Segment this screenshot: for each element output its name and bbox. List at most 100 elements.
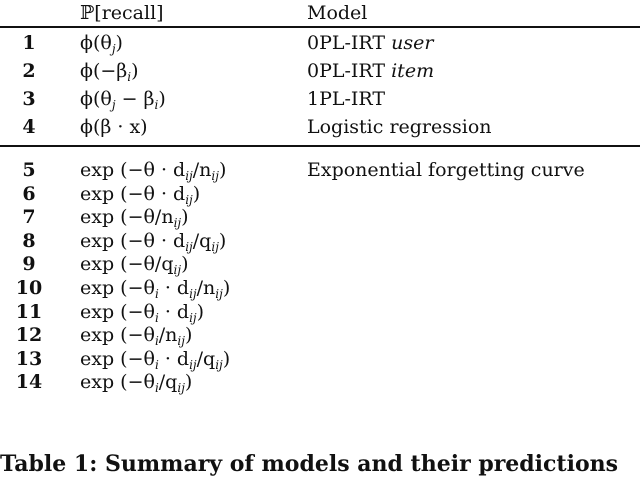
- row-number: 7: [22, 206, 36, 229]
- header-recall: ℙ[recall]: [80, 2, 164, 24]
- text-segment: ): [184, 371, 193, 394]
- row-number: 10: [15, 277, 43, 299]
- text-segment: ϕ(−β: [80, 60, 128, 82]
- row-number: 3: [22, 88, 36, 110]
- top-rule: [0, 26, 640, 28]
- text-segment: ): [184, 324, 193, 347]
- row-number: 14: [15, 371, 43, 394]
- text-segment: ij: [173, 263, 182, 278]
- text-segment: /n: [192, 159, 212, 181]
- table-caption: Table 1: Summary of models and their pre…: [0, 451, 618, 477]
- text-segment: 0PL-IRT: [307, 32, 392, 54]
- text-segment: i: [154, 381, 159, 396]
- row-number: 12: [15, 324, 43, 347]
- recall-formula: ϕ(θj): [80, 31, 123, 55]
- text-segment: ij: [185, 169, 193, 183]
- text-segment: ): [222, 277, 231, 299]
- table-row: 1 ϕ(θj) 0PL-IRT user: [0, 31, 640, 55]
- text-segment: item: [391, 60, 435, 82]
- row-number: 4: [22, 116, 36, 138]
- recall-formula: ϕ(−βi): [80, 59, 139, 83]
- model-name: 0PL-IRT item: [307, 59, 434, 83]
- recall-formula: exp (−θi · dij): [80, 300, 204, 324]
- text-segment: exp (−θ: [80, 300, 155, 323]
- row-number: 8: [22, 229, 36, 252]
- recall-formula: exp (−θ · dij/qij): [80, 229, 226, 253]
- text-segment: ij: [215, 357, 223, 372]
- text-segment: Exponential forgetting curve: [307, 159, 585, 181]
- table-row: 8 exp (−θ · dij/qij): [0, 229, 640, 253]
- text-segment: ): [218, 159, 227, 181]
- text-segment: ij: [185, 239, 193, 254]
- model-name: 1PL-IRT: [307, 87, 385, 111]
- text-segment: exp (−θ · d: [80, 229, 186, 252]
- text-segment: i: [154, 310, 159, 325]
- table-row: 9 exp (−θ/qij): [0, 252, 640, 276]
- text-segment: · d: [158, 277, 190, 299]
- text-segment: exp (−θ · d: [80, 182, 186, 205]
- recall-formula: exp (−θ/qij): [80, 252, 188, 276]
- text-segment: ij: [177, 381, 185, 396]
- text-segment: ij: [189, 310, 197, 325]
- text-segment: /n: [196, 277, 216, 299]
- row-number: 1: [22, 32, 36, 54]
- text-segment: ): [115, 32, 123, 54]
- model-name: Exponential forgetting curve: [307, 158, 585, 182]
- text-segment: i: [154, 98, 159, 112]
- row-number: 5: [22, 159, 36, 181]
- text-segment: exp (−θ · d: [80, 159, 186, 181]
- recall-formula: exp (−θ · dij/nij): [80, 158, 226, 182]
- text-segment: j: [111, 98, 116, 112]
- recall-formula: exp (−θi · dij/qij): [80, 347, 230, 371]
- row-number: 11: [15, 300, 43, 323]
- header-model: Model: [307, 2, 368, 24]
- recall-formula: exp (−θi · dij/nij): [80, 276, 230, 300]
- table-header: ℙ[recall] Model: [0, 1, 640, 25]
- table-row: 3 ϕ(θj − βi) 1PL-IRT: [0, 87, 640, 111]
- text-segment: user: [391, 32, 434, 54]
- text-segment: ): [222, 347, 231, 370]
- text-segment: ij: [211, 169, 219, 183]
- text-segment: i: [154, 287, 159, 301]
- text-segment: ϕ(θ: [80, 88, 112, 110]
- mid-rule: [0, 145, 640, 147]
- text-segment: ): [196, 300, 205, 323]
- text-segment: /q: [158, 371, 178, 394]
- text-segment: i: [154, 357, 159, 372]
- text-segment: ij: [189, 357, 197, 372]
- recall-formula: exp (−θi/nij): [80, 323, 192, 347]
- row-number: 13: [15, 347, 43, 370]
- text-segment: ij: [173, 216, 182, 231]
- text-segment: ): [181, 253, 189, 276]
- text-segment: ): [218, 229, 227, 252]
- model-name: Logistic regression: [307, 115, 492, 139]
- text-segment: · d: [158, 347, 190, 370]
- text-segment: i: [154, 334, 159, 349]
- text-segment: ): [131, 60, 139, 82]
- recall-formula: exp (−θi/qij): [80, 370, 192, 394]
- row-number: 9: [22, 253, 36, 276]
- text-segment: ): [158, 88, 166, 110]
- text-segment: exp (−θ/n: [80, 206, 174, 229]
- model-name: 0PL-IRT user: [307, 31, 433, 55]
- text-segment: · d: [158, 300, 190, 323]
- text-segment: Logistic regression: [307, 116, 492, 138]
- text-segment: ij: [177, 334, 185, 349]
- text-segment: j: [111, 42, 116, 56]
- text-segment: /q: [196, 347, 216, 370]
- text-segment: ij: [215, 287, 223, 301]
- recall-formula: ϕ(θj − βi): [80, 87, 166, 111]
- text-segment: ): [181, 206, 189, 229]
- text-segment: exp (−θ: [80, 324, 155, 347]
- text-segment: /n: [158, 324, 178, 347]
- text-segment: ): [192, 182, 201, 205]
- text-segment: − β: [115, 88, 155, 110]
- text-segment: exp (−θ: [80, 347, 155, 370]
- text-segment: exp (−θ: [80, 277, 155, 299]
- table-row: 7 exp (−θ/nij): [0, 205, 640, 229]
